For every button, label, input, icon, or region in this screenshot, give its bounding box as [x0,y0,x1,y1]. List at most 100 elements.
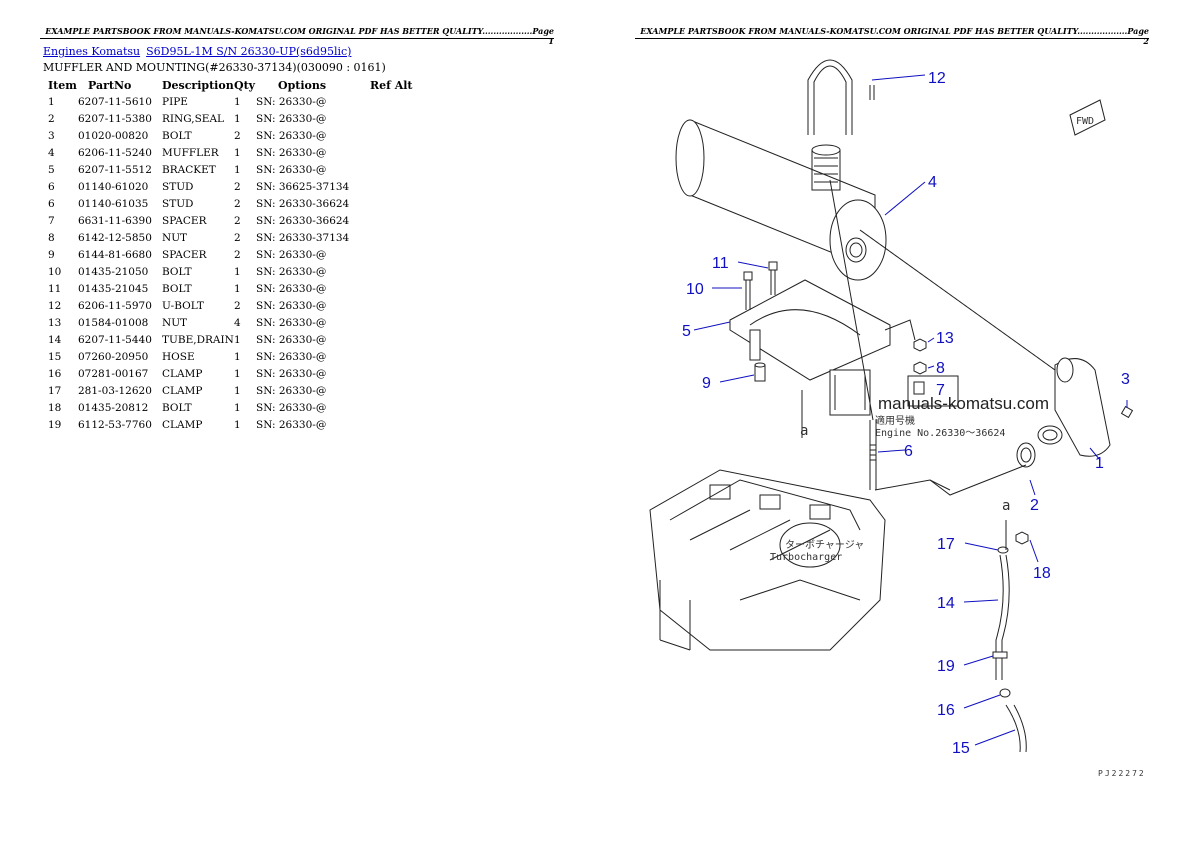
description-cell: MUFFLER [162,146,219,159]
callout-7: 7 [936,382,945,399]
watermark: manuals-komatsu.com [878,394,1049,413]
breadcrumb: Engines Komatsu S6D95L-1M S/N 26330-UP(s6… [43,45,351,58]
callout-1: 1 [1095,455,1104,472]
section-title: MUFFLER AND MOUNTING(#26330-37134)(03009… [43,61,386,74]
callout-13: 13 [936,330,954,347]
qty-cell: 1 [234,384,241,397]
item-cell: 14 [48,333,62,346]
description-cell: TUBE,DRAIN [162,333,234,346]
description-cell: BOLT [162,282,192,295]
item-cell: 13 [48,316,62,329]
partno-cell: 6207-11-5512 [78,163,152,176]
options-cell: SN: 26330-@ [256,299,327,312]
partno-cell: 6207-11-5380 [78,112,152,125]
ref-alt-cell [370,178,430,195]
description-cell: STUD [162,197,194,210]
ref-alt-cell [370,280,430,297]
partno-cell: 6206-11-5970 [78,299,152,312]
fwd-badge: FWD [1069,99,1106,136]
exhaust-pipe-drawing [1037,357,1134,457]
callout-6: 6 [904,443,913,460]
fwd-label: FWD [1076,116,1094,127]
qty-cell: 1 [234,418,241,431]
partno-cell: 6112-53-7760 [78,418,152,431]
item-cell: 7 [48,214,55,227]
parts-diagram: FWD a a manuals-komatsu.com 適用号機 Engine … [649,59,1146,778]
spacer-drawing [754,362,766,382]
partno-cell: 07281-00167 [78,367,149,380]
callout-15: 15 [952,740,970,757]
partno-cell: 01140-61020 [78,180,149,193]
description-cell: BOLT [162,265,192,278]
bolts-drawing [743,261,778,310]
ref-alt-cell [370,399,430,416]
callout-numbers: 12 4 11 10 5 13 8 7 9 3 1 6 2 17 18 14 1… [682,70,1130,757]
seal-ring-drawing [929,442,1036,496]
ref-alt-cell [370,382,430,399]
ref-alt-cell [370,416,430,433]
callout-17: 17 [937,536,955,553]
ref-alt-cell [370,212,430,229]
breadcrumb-link-model[interactable]: S6D95L-1M S/N 26330-UP(s6d95lic) [146,45,352,58]
qty-cell: 1 [234,265,241,278]
options-cell: SN: 26330-@ [256,316,327,329]
muffler-drawing [675,119,887,281]
breadcrumb-link-engines[interactable]: Engines Komatsu [43,45,141,58]
item-cell: 10 [48,265,62,278]
qty-cell: 1 [234,401,241,414]
callout-2: 2 [1030,497,1039,514]
description-cell: CLAMP [162,367,203,380]
table-header-row: Item PartNo Description Qty Options Ref … [44,77,430,93]
description-cell: CLAMP [162,418,203,431]
description-cell: NUT [162,316,188,329]
qty-cell: 2 [234,129,241,142]
options-cell: SN: 26330-@ [256,146,327,159]
ref-alt-cell [370,127,430,144]
options-cell: SN: 26330-@ [256,282,327,295]
item-cell: 5 [48,163,55,176]
item-cell: 3 [48,129,55,142]
ref-alt-cell [370,365,430,382]
callout-11: 11 [712,255,729,272]
options-cell: SN: 26330-@ [256,401,327,414]
ref-alt-cell [370,195,430,212]
options-cell: SN: 26330-@ [256,333,327,346]
qty-cell: 2 [234,231,241,244]
partno-cell: 01435-21045 [78,282,149,295]
description-cell: BRACKET [162,163,216,176]
partno-cell: 6207-11-5610 [78,95,152,108]
qty-cell: 1 [234,112,241,125]
description-cell: STUD [162,180,194,193]
description-cell: PIPE [162,95,188,108]
item-cell: 17 [48,384,62,397]
partno-cell: 6142-12-5850 [78,231,152,244]
item-cell: 6 [48,180,55,193]
qty-cell: 2 [234,214,241,227]
callout-4: 4 [928,174,937,191]
description-cell: SPACER [162,214,207,227]
item-cell: 4 [48,146,55,159]
ref-alt-cell [370,93,430,110]
qty-cell: 1 [234,146,241,159]
description-cell: NUT [162,231,188,244]
qty-cell: 1 [234,95,241,108]
drawing-ref: PJ22272 [1098,769,1146,778]
partno-cell: 6206-11-5240 [78,146,152,159]
callout-16: 16 [937,702,955,719]
nuts-drawing [907,338,959,407]
ref-alt-cell [370,331,430,348]
options-cell: SN: 36625-37134 [256,180,350,193]
description-cell: U-BOLT [162,299,204,312]
callout-10: 10 [686,281,704,298]
ref-alt-cell [370,297,430,314]
callout-19: 19 [937,658,955,675]
